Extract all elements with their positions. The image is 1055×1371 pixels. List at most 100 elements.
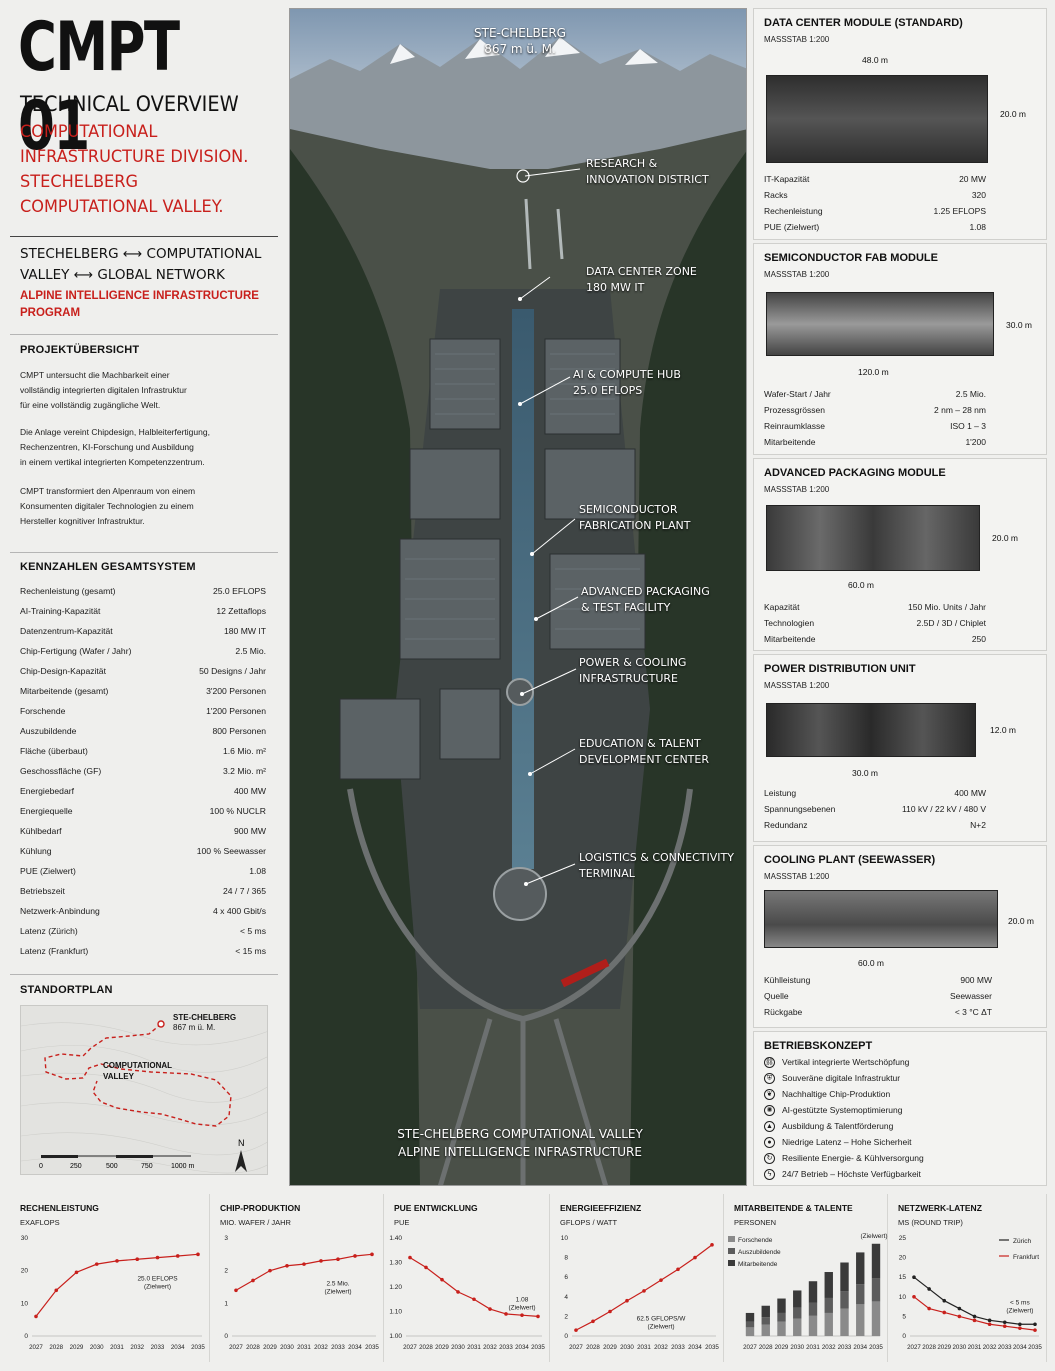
kennzahl-value: 25.0 EFLOPS [212,586,266,596]
spec-key: PUE (Zielwert) [764,222,820,232]
y-tick-label: 30 [21,1235,29,1242]
data-point [972,1314,977,1319]
spec-value: N+2 [970,820,986,830]
chart-unit: PUE [394,1218,410,1227]
data-point [1018,1322,1022,1327]
bar-segment [871,1278,881,1302]
text-line: Hersteller kognitiver Infrastruktur. [20,516,145,526]
x-tick-label: 2031 [806,1344,820,1351]
y-tick-label: 1 [224,1300,228,1307]
label-line: FABRICATION PLANT [579,519,691,532]
bar-segment [777,1298,786,1313]
y-tick-label: 4 [564,1294,568,1301]
kennzahl-key: Forschende [20,706,66,716]
x-tick-label: 2034 [348,1344,362,1351]
spec-key: Mitarbeitende [764,437,816,447]
concept-item: ●Niedrige Latenz – Hohe Sicherheit [764,1134,1038,1150]
concept-label: AI-gestützte Systemoptimierung [782,1105,903,1115]
site-plan-svg: STE-CHELBERG 867 m ü. M. COMPUTATIONAL V… [21,1013,267,1174]
module-scale: MASSSTAB 1:200 [764,872,830,881]
spec-key: Reinraumklasse [764,421,825,431]
label-line: TERMINAL [579,867,635,880]
data-point [693,1255,697,1260]
dim-width: 48.0 m [862,55,888,65]
spec-key: Kapazität [764,602,800,612]
map-label: COMPUTATIONAL [103,1061,172,1070]
kennzahl-key: Fläche (überbaut) [20,746,88,756]
bar-segment [808,1315,818,1336]
x-tick-label: 2035 [191,1344,205,1351]
x-tick-label: 2027 [29,1344,43,1351]
y-tick-label: 2 [564,1313,568,1320]
kennzahl-key: Rechenleistung (gesamt) [20,586,116,596]
kennzahl-value: 180 MW IT [223,626,266,636]
y-tick-label: 10 [561,1235,569,1242]
label-line: 25.0 EFLOPS [573,384,643,397]
y-tick-label: 15 [899,1274,907,1281]
chart-unit: MIO. WAFER / JAHR [220,1218,291,1227]
x-tick-label: 2027 [403,1344,417,1351]
y-tick-label: 0 [902,1333,906,1340]
bar-segment [793,1307,802,1319]
annotation-value: 62.5 GFLOPS/W [637,1315,687,1322]
kennzahl-key: Mitarbeitende (gesamt) [20,686,109,696]
label-line: INFRASTRUCTURE [579,672,678,685]
hero-bottom-label: STE-CHELBERG COMPUTATIONAL VALLEY ALPINE… [350,1125,690,1161]
y-tick-label: 0 [24,1333,28,1340]
data-point [574,1328,578,1332]
concept-card: BETRIEBSKONZEPT ⛓Vertikal integrierte We… [753,1031,1047,1186]
kennzahl-key: Datenzentrum-Kapazität [20,626,113,636]
x-tick-label: 2033 [838,1344,852,1351]
data-point [54,1288,59,1293]
annotation-note: (Zielwert) [324,1288,351,1295]
label-line: 867 m ü. M. [484,42,556,56]
bar-segment [777,1312,786,1322]
annotation-note: (Zielwert) [647,1323,674,1330]
text-line: für eine vollständig zugängliche Welt. [20,400,161,410]
label-line: STE-CHELBERG [474,26,566,40]
kennzahl-row: Rechenleistung (gesamt) 25.0 EFLOPS [20,581,266,601]
text-line: CMPT untersucht die Machbarkeit einer [20,370,170,380]
kennzahl-value: 2.5 Mio. [235,646,266,656]
bar-segment [824,1312,833,1336]
valley-illustration [290,9,746,1185]
x-tick-label: 2032 [130,1344,144,1351]
data-point [1002,1324,1007,1328]
map-label: VALLEY [103,1072,135,1081]
label-line: LOGISTICS & CONNECTIVITY [579,851,734,864]
chart-title: RECHENLEISTUNG [20,1203,99,1213]
spec-key: Kühlleistung [764,975,811,985]
module-image [766,292,994,356]
kennzahl-value: 1.6 Mio. m² [223,746,266,756]
bar-segment [824,1272,833,1298]
bar-segment [840,1308,849,1336]
x-tick-label: 2030 [952,1344,966,1351]
legend-swatch [728,1260,735,1266]
annotation-value: 25.0 EFLOPS [137,1275,178,1282]
label-line: STE-CHELBERG COMPUTATIONAL VALLEY [397,1127,643,1141]
kennzahl-value: 100 % Seewasser [196,846,266,856]
kennzahl-row: PUE (Zielwert)1.08 [20,861,266,881]
spec-key: Rechenleistung [764,206,823,216]
label-line: RESEARCH & [586,157,658,170]
x-tick-label: 2035 [869,1344,883,1351]
division-line: INFRASTRUCTURE DIVISION. [20,147,249,167]
module-title: ADVANCED PACKAGING MODULE [764,467,946,479]
annotation-value: 1.08 [516,1297,529,1304]
concept-label: Ausbildung & Talentförderung [782,1121,894,1131]
y-tick-label: 0 [564,1333,568,1340]
data-point [370,1252,374,1257]
dim-height: 20.0 m [1008,916,1034,926]
